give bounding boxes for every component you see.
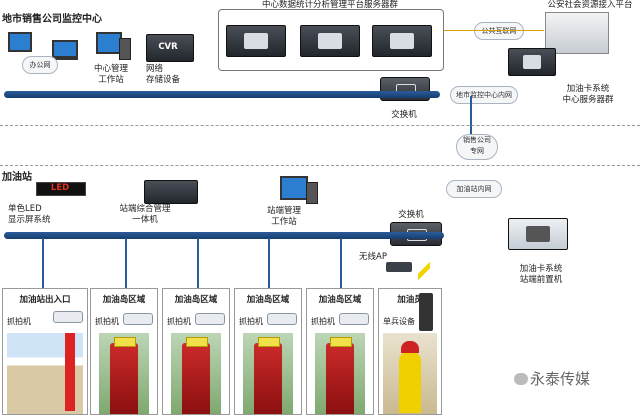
sales-network-cloud: 销售公司 专网 xyxy=(456,134,498,160)
separator-top xyxy=(0,125,640,126)
zone-title: 加油员 xyxy=(397,295,423,305)
led-display xyxy=(36,182,86,196)
pump-photo xyxy=(243,333,293,414)
zone-title: 加油岛区域 xyxy=(174,295,218,305)
server-group-frame xyxy=(218,9,444,71)
office-network-cloud: 办公网 xyxy=(22,56,58,74)
wechat-icon xyxy=(514,373,528,385)
server-3 xyxy=(372,25,432,57)
handheld-device-icon xyxy=(419,293,433,331)
attendant-photo xyxy=(383,333,437,414)
station-workstation-icon xyxy=(280,176,308,200)
top-bus-riser xyxy=(470,96,472,134)
drop-2 xyxy=(125,238,127,288)
camera-icon xyxy=(267,313,297,325)
camera-icon xyxy=(195,313,225,325)
zone-island-2: 加油岛区域 抓拍机 xyxy=(162,288,230,415)
drop-5 xyxy=(340,238,342,288)
server-1 xyxy=(226,25,286,57)
pump-photo xyxy=(171,333,221,414)
station-mgmt-box xyxy=(144,180,198,204)
wifi-ap-icon xyxy=(386,262,412,272)
station-tower-icon xyxy=(306,182,318,204)
zone-island-4: 加油岛区域 抓拍机 xyxy=(306,288,374,415)
top-network-bus xyxy=(4,91,440,98)
camera-icon xyxy=(123,313,153,325)
attendant-figure xyxy=(399,351,421,413)
zone-title: 加油岛区域 xyxy=(318,295,362,305)
public-net-arrow xyxy=(444,30,544,31)
security-server-rack xyxy=(545,12,609,54)
public-security-label: 公安社会资源接入平台 xyxy=(547,0,633,10)
station-canopy-photo xyxy=(7,333,83,414)
nvr-label: 网络 存储设备 xyxy=(146,64,181,85)
drop-4 xyxy=(268,238,270,288)
server-2 xyxy=(300,25,360,57)
station-mgmt-label: 站端综合管理 一体机 xyxy=(119,204,171,225)
drop-3 xyxy=(197,238,199,288)
station-network-cloud: 加油站内网 xyxy=(446,180,502,198)
zone-sub: 抓拍机 xyxy=(95,317,119,326)
zone-title: 加油站出入口 xyxy=(19,295,71,305)
fuel-card-station-device xyxy=(508,218,568,250)
zone-entrance: 加油站出入口 抓拍机 xyxy=(2,288,88,415)
zone-sub: 抓拍机 xyxy=(311,317,335,326)
center-workstation-label: 中心管理 工作站 xyxy=(93,64,128,85)
fuel-card-station-label: 加油卡系统 站端前置机 xyxy=(519,264,563,285)
led-text: LED xyxy=(50,183,70,193)
station-title: 加油站 xyxy=(2,172,32,183)
camera-icon xyxy=(53,311,83,323)
watermark-text: 永泰传媒 xyxy=(530,370,591,388)
station-network-bus xyxy=(4,232,444,239)
laptop-icon xyxy=(52,40,78,60)
zone-sub: 抓拍机 xyxy=(239,317,263,326)
top-switch-label: 交换机 xyxy=(391,110,417,120)
server-group-title: 中心数据统计分析管理平台服务器群 xyxy=(261,0,398,10)
canopy-pole xyxy=(65,333,75,411)
nvr-badge: CVR xyxy=(158,42,178,52)
drop-1 xyxy=(42,238,44,288)
public-internet-cloud: 公共互联网 xyxy=(474,22,524,40)
zone-title: 加油岛区域 xyxy=(246,295,290,305)
camera-icon xyxy=(339,313,369,325)
zone-sub: 抓拍机 xyxy=(167,317,191,326)
attendant-cap xyxy=(401,341,419,353)
zone-attendant: 加油员 单兵设备 xyxy=(378,288,442,415)
station-workstation-label: 站端管理 工作站 xyxy=(266,206,301,227)
city-network-cloud: 地市监控中心内网 xyxy=(450,86,518,104)
wireless-signal-icon xyxy=(418,260,430,282)
nvr-device xyxy=(146,34,194,62)
zone-title: 加油岛区域 xyxy=(102,295,146,305)
monitor-center-title: 地市销售公司监控中心 xyxy=(2,14,102,25)
pump-photo xyxy=(99,333,149,414)
fuel-card-center-server xyxy=(508,48,556,76)
station-switch-label: 交换机 xyxy=(398,210,424,220)
pump-photo xyxy=(315,333,365,414)
zone-island-3: 加油岛区域 抓拍机 xyxy=(234,288,302,415)
separator-middle xyxy=(0,165,640,166)
zone-island-1: 加油岛区域 抓拍机 xyxy=(90,288,158,415)
zone-sub: 抓拍机 xyxy=(7,317,31,326)
fuel-card-center-label: 加油卡系统 中心服务器群 xyxy=(562,84,614,105)
zone-sub: 单兵设备 xyxy=(383,317,415,326)
wifi-ap-label: 无线AP xyxy=(359,252,387,262)
led-label: 单色LED 显示屏系统 xyxy=(8,204,51,225)
office-pc-icon xyxy=(8,32,32,52)
tower-pc-icon xyxy=(119,38,131,60)
